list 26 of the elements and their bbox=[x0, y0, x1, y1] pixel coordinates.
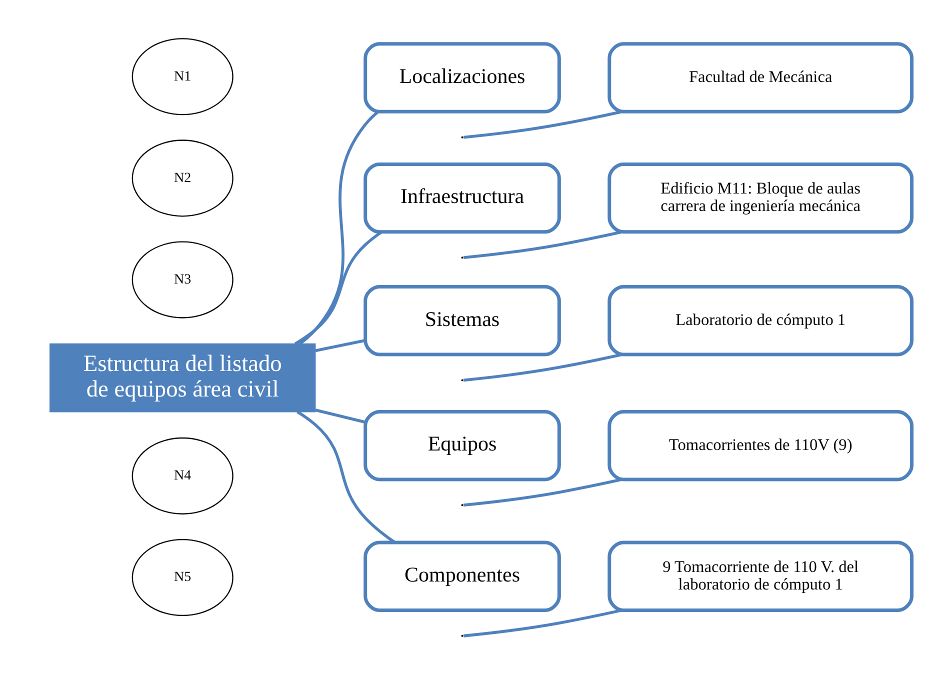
node-box: 9 Tomacorriente de 110 V. del laboratorio de cómputo 1 bbox=[608, 540, 914, 612]
node-box: Estructura del listado de equipos área civil bbox=[50, 343, 316, 412]
node-box: Equipos bbox=[364, 410, 561, 482]
node-box: Edificio M11: Bloque de aulas carrera de ingeniería mecánica bbox=[608, 162, 914, 234]
node-ellipse: N3 bbox=[132, 241, 234, 318]
connector bbox=[315, 408, 366, 424]
node-ellipse: N1 bbox=[132, 38, 234, 116]
node-box: Infraestructura bbox=[364, 162, 561, 234]
node-box: Laboratorio de cómputo 1 bbox=[608, 285, 914, 356]
node-ellipse: N4 bbox=[132, 437, 234, 514]
connector bbox=[463, 608, 622, 638]
connector bbox=[463, 230, 622, 260]
connector bbox=[463, 478, 622, 507]
node-box: Facultad de Mecánica bbox=[608, 42, 914, 114]
connector bbox=[315, 338, 366, 352]
connector bbox=[294, 230, 383, 346]
node-box: Tomacorrientes de 110V (9) bbox=[608, 410, 914, 482]
node-ellipse: N2 bbox=[132, 140, 234, 217]
connector bbox=[298, 110, 379, 346]
connector bbox=[463, 353, 622, 382]
node-box: Localizaciones bbox=[364, 42, 561, 114]
node-box: Sistemas bbox=[364, 285, 561, 356]
node-box: Componentes bbox=[364, 540, 561, 612]
node-ellipse: N5 bbox=[132, 539, 234, 616]
connector bbox=[296, 410, 396, 544]
connector bbox=[463, 110, 622, 139]
